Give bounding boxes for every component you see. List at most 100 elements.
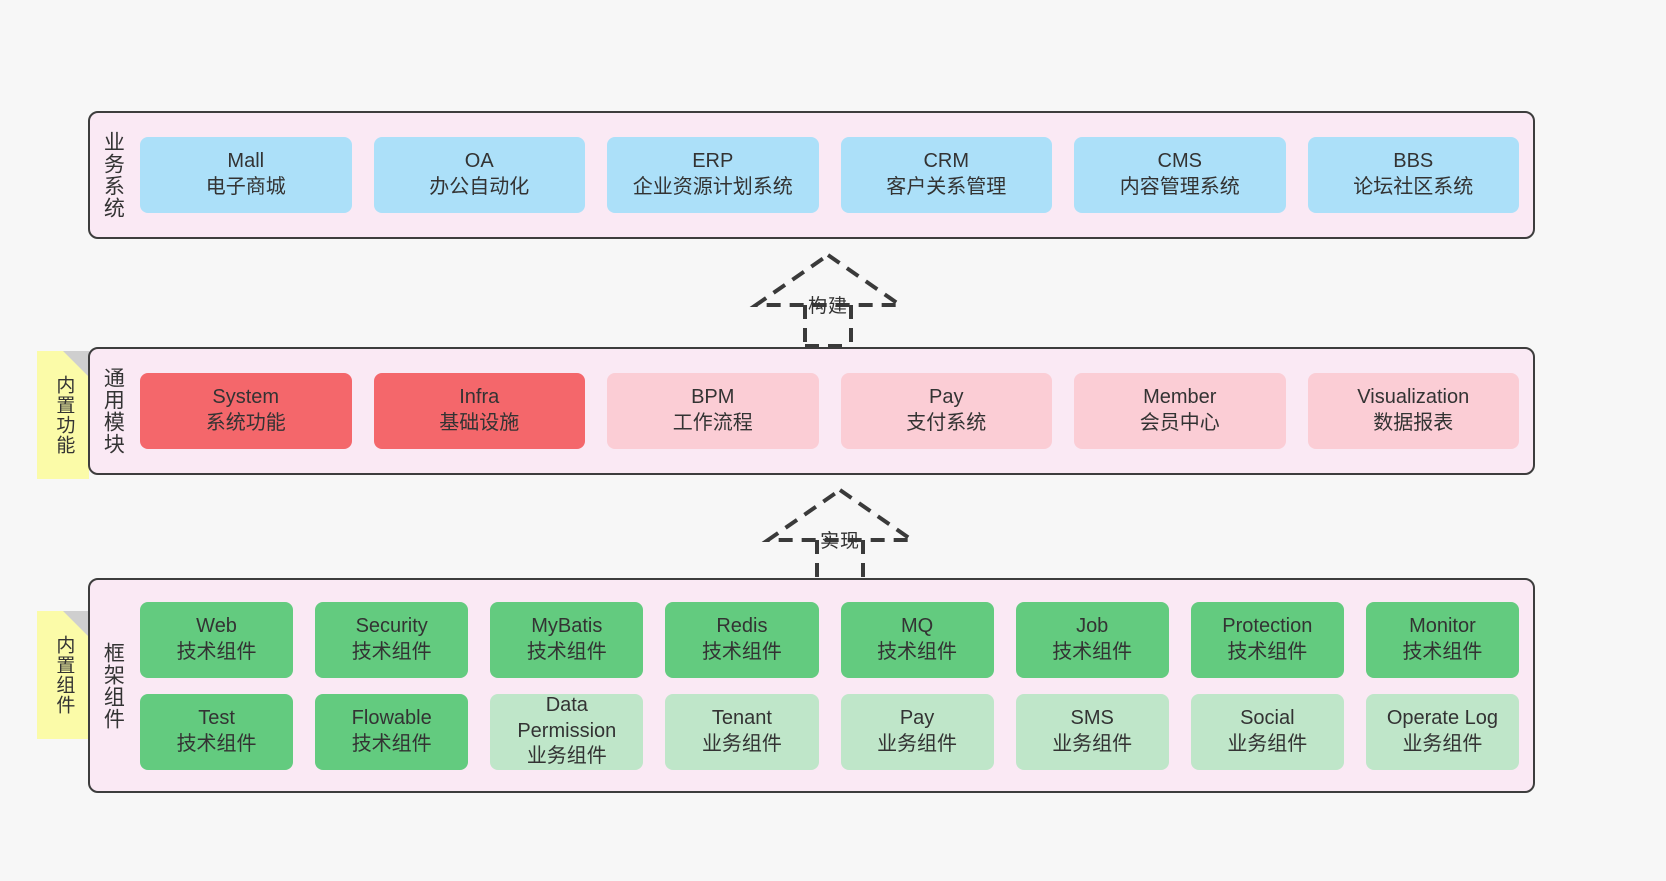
card-title-en: Protection: [1222, 614, 1313, 637]
card-monitor[interactable]: Monitor 技术组件: [1365, 601, 1519, 678]
layer-framework-components-label: 框架组件: [101, 641, 125, 730]
card-oa[interactable]: OA 办公自动化: [373, 137, 585, 213]
card-title-cn: 会员中心: [1139, 412, 1220, 434]
card-title-en: BBS: [1393, 150, 1434, 173]
card-title-en: MyBatis: [531, 614, 603, 637]
card-flowable[interactable]: Flowable 技术组件: [315, 693, 469, 770]
layer-framework-components-body: Web 技术组件 Security 技术组件 MyBatis 技术组件 Redi…: [134, 580, 1533, 791]
card-protection[interactable]: Protection 技术组件: [1190, 601, 1344, 678]
card-title-cn: 企业资源计划系统: [632, 176, 793, 198]
note-builtin-component-label: 内置组件: [53, 635, 75, 715]
card-row-technical: Web 技术组件 Security 技术组件 MyBatis 技术组件 Redi…: [140, 601, 1519, 678]
card-tenant[interactable]: Tenant 业务组件: [665, 693, 819, 770]
card-title-en: Pay: [929, 386, 964, 409]
card-title-cn: 技术组件: [351, 732, 432, 755]
note-builtin-function: 内置功能: [37, 351, 89, 479]
card-title-cn: 数据报表: [1373, 412, 1454, 434]
card-title-en: Job: [1076, 614, 1109, 637]
card-title-cn: 支付系统: [906, 412, 987, 434]
card-title-cn: 技术组件: [176, 640, 257, 663]
card-title-en: Pay: [899, 706, 935, 729]
card-title-en: Web: [196, 614, 237, 637]
card-title-cn: 系统功能: [205, 412, 286, 434]
card-row: Mall 电子商城 OA 办公自动化 ERP 企业资源计划系统 CRM 客户关系…: [140, 137, 1519, 213]
card-social[interactable]: Social 业务组件: [1190, 693, 1344, 770]
card-mybatis[interactable]: MyBatis 技术组件: [490, 601, 644, 678]
layer-common-modules-label: 通用模块: [101, 367, 125, 455]
card-web[interactable]: Web 技术组件: [140, 601, 294, 678]
card-operate-log[interactable]: Operate Log 业务组件: [1365, 693, 1519, 770]
card-bpm[interactable]: BPM 工作流程: [607, 373, 819, 449]
card-system[interactable]: System 系统功能: [140, 373, 352, 449]
card-title-en: Monitor: [1409, 614, 1476, 637]
card-title-en: BPM: [691, 386, 735, 409]
card-title-en: Flowable: [351, 706, 432, 729]
card-title-cn: 业务组件: [526, 745, 607, 768]
card-test[interactable]: Test 技术组件: [140, 693, 294, 770]
card-member[interactable]: Member 会员中心: [1074, 373, 1286, 449]
card-security[interactable]: Security 技术组件: [315, 601, 469, 678]
connector-realize: 实现: [760, 484, 920, 584]
layer-business-system-body: Mall 电子商城 OA 办公自动化 ERP 企业资源计划系统 CRM 客户关系…: [134, 113, 1533, 237]
card-title-en: Data Permission: [517, 694, 617, 742]
layer-business-system: 业务系统 Mall 电子商城 OA 办公自动化 ERP 企业资源计划系统 CRM…: [88, 111, 1535, 239]
card-title-cn: 基础设施: [439, 412, 520, 434]
card-title-cn: 工作流程: [672, 412, 753, 434]
card-title-en: Social: [1240, 706, 1295, 729]
note-builtin-component: 内置组件: [37, 611, 89, 739]
card-title-en: CRM: [923, 150, 970, 173]
layer-common-modules-body: System 系统功能 Infra 基础设施 BPM 工作流程 Pay 支付系统…: [134, 349, 1533, 473]
card-data-permission[interactable]: Data Permission 业务组件: [490, 693, 644, 770]
card-title-en: Test: [198, 706, 235, 729]
card-title-cn: 论坛社区系统: [1353, 176, 1474, 198]
card-title-en: Redis: [716, 614, 768, 637]
card-title-cn: 办公自动化: [429, 176, 530, 198]
card-title-en: Infra: [459, 386, 500, 409]
card-infra[interactable]: Infra 基础设施: [373, 373, 585, 449]
card-title-cn: 技术组件: [176, 732, 257, 755]
card-title-cn: 技术组件: [701, 640, 782, 663]
card-visualization[interactable]: Visualization 数据报表: [1307, 373, 1519, 449]
card-title-cn: 内容管理系统: [1119, 176, 1240, 198]
layer-common-modules: 通用模块 System 系统功能 Infra 基础设施 BPM 工作流程 Pay…: [88, 347, 1535, 475]
card-title-cn: 技术组件: [1402, 640, 1483, 663]
card-row: System 系统功能 Infra 基础设施 BPM 工作流程 Pay 支付系统…: [140, 373, 1519, 449]
card-title-cn: 业务组件: [701, 732, 782, 755]
connector-build-label: 构建: [807, 296, 848, 317]
card-row-business: Test 技术组件 Flowable 技术组件 Data Permission …: [140, 693, 1519, 770]
card-erp[interactable]: ERP 企业资源计划系统: [607, 137, 819, 213]
card-title-cn: 电子商城: [205, 176, 286, 198]
connector-build: 构建: [748, 249, 908, 349]
card-title-cn: 业务组件: [1052, 732, 1133, 755]
card-title-en: Tenant: [711, 706, 772, 729]
card-mq[interactable]: MQ 技术组件: [840, 601, 994, 678]
card-title-cn: 业务组件: [1227, 732, 1308, 755]
connector-realize-label: 实现: [819, 531, 860, 552]
card-title-en: ERP: [692, 150, 734, 173]
card-job[interactable]: Job 技术组件: [1015, 601, 1169, 678]
card-title-en: System: [212, 386, 280, 409]
card-title-cn: 技术组件: [1052, 640, 1133, 663]
card-bbs[interactable]: BBS 论坛社区系统: [1307, 137, 1519, 213]
layer-framework-components: 框架组件 Web 技术组件 Security 技术组件 MyBatis 技术组件…: [88, 578, 1535, 793]
card-title-en: Visualization: [1357, 386, 1470, 409]
card-title-en: SMS: [1070, 706, 1114, 729]
card-title-en: MQ: [900, 614, 934, 637]
card-sms[interactable]: SMS 业务组件: [1015, 693, 1169, 770]
card-title-en: Mall: [227, 150, 265, 173]
layer-business-system-label: 业务系统: [101, 131, 125, 219]
card-crm[interactable]: CRM 客户关系管理: [840, 137, 1052, 213]
card-cms[interactable]: CMS 内容管理系统: [1074, 137, 1286, 213]
card-title-en: CMS: [1157, 150, 1202, 173]
card-title-cn: 技术组件: [1227, 640, 1308, 663]
card-title-cn: 业务组件: [1402, 732, 1483, 755]
card-title-cn: 技术组件: [351, 640, 432, 663]
card-pay-business[interactable]: Pay 业务组件: [840, 693, 994, 770]
card-pay[interactable]: Pay 支付系统: [840, 373, 1052, 449]
card-title-cn: 客户关系管理: [886, 176, 1007, 198]
note-builtin-function-label: 内置功能: [53, 375, 75, 455]
card-redis[interactable]: Redis 技术组件: [665, 601, 819, 678]
card-title-en: Operate Log: [1386, 706, 1499, 729]
card-mall[interactable]: Mall 电子商城: [140, 137, 352, 213]
card-title-cn: 技术组件: [877, 640, 958, 663]
